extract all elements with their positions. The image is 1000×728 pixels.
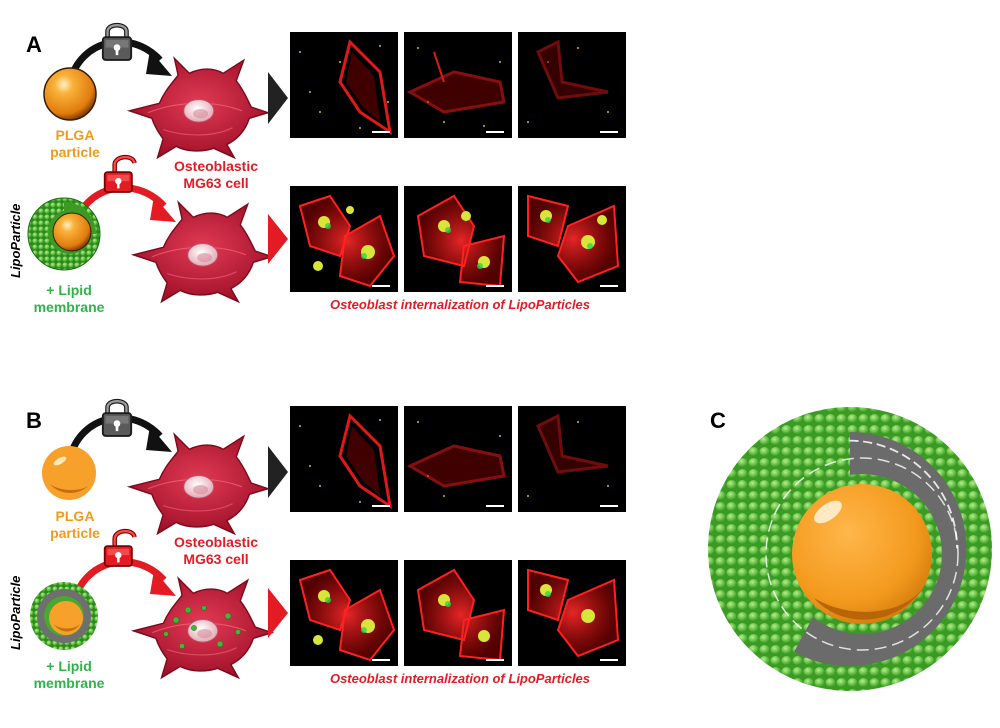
plga-label-b: PLGA particle [40, 508, 110, 542]
micrograph-b-bottom-1 [290, 560, 398, 666]
cell-label-line1: Osteoblastic [173, 534, 259, 550]
micrograph-b-bottom-2 [404, 560, 512, 666]
osteoblast-cell-b-top [120, 432, 270, 536]
lipoparticle-a [27, 197, 101, 271]
micrograph-b-top-2 [404, 406, 512, 512]
micrograph-b-bottom-3 [518, 560, 626, 666]
plga-label-line2: particle [50, 525, 100, 541]
caption-a: Osteoblast internalization of LipoPartic… [329, 297, 591, 312]
micrograph-a-top-1 [290, 32, 398, 138]
micrograph-a-top-2 [404, 32, 512, 138]
micrograph-b-top-1 [290, 406, 398, 512]
triangle-black-b [268, 446, 288, 498]
triangle-red-a [268, 214, 288, 264]
lock-open-icon [102, 152, 140, 194]
lipid-label-line1: + Lipid [46, 658, 92, 674]
plga-particle-a [43, 67, 97, 121]
panel-b-label: B [26, 408, 42, 433]
plga-particle-b [42, 446, 96, 500]
panel-a-label: A [26, 32, 42, 57]
cell-label-line2: MG63 cell [183, 175, 249, 191]
micrograph-a-bottom-1 [290, 186, 398, 292]
micrograph-a-bottom-2 [404, 186, 512, 292]
lipoparticle-b [30, 582, 98, 650]
micrograph-b-top-3 [518, 406, 626, 512]
osteoblast-cell-a-top [120, 56, 270, 160]
panel-c-label: C [710, 408, 726, 433]
plga-label-line1: PLGA [55, 127, 95, 143]
lipoparticle-side-label-a: LipoParticle [8, 203, 23, 278]
micrograph-a-bottom-3 [518, 186, 626, 292]
lipid-label-line1: + Lipid [46, 282, 92, 298]
cell-label-b: Osteoblastic MG63 cell [166, 534, 266, 568]
triangle-black-a [268, 72, 288, 124]
cell-label-line1: Osteoblastic [173, 158, 259, 174]
lipid-label-line2: membrane [33, 299, 105, 315]
lipid-label-line2: membrane [33, 675, 105, 691]
osteoblast-cell-a-bottom [124, 200, 274, 304]
caption-b: Osteoblast internalization of LipoPartic… [329, 671, 591, 686]
lipoparticle-cross-section [708, 407, 992, 691]
lipoparticle-side-label-b: LipoParticle [8, 575, 23, 650]
osteoblast-cell-b-bottom [124, 576, 274, 680]
cell-label-line2: MG63 cell [183, 551, 249, 567]
plga-label-line1: PLGA [55, 508, 95, 524]
micrograph-a-top-3 [518, 32, 626, 138]
plga-label-a: PLGA particle [40, 127, 110, 161]
lipid-label-b: + Lipid membrane [28, 658, 110, 692]
triangle-red-b [268, 588, 288, 638]
plga-label-line2: particle [50, 144, 100, 160]
lipid-label-a: + Lipid membrane [28, 282, 110, 316]
lock-open-icon [102, 526, 140, 568]
cell-label-a: Osteoblastic MG63 cell [166, 158, 266, 192]
